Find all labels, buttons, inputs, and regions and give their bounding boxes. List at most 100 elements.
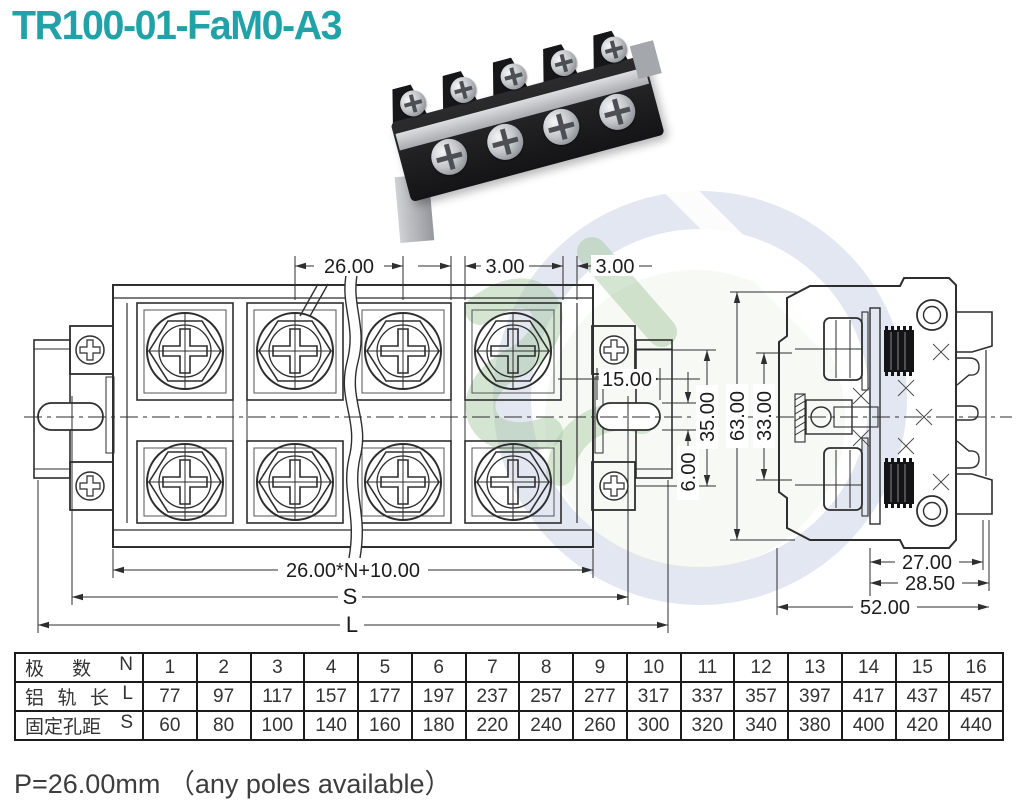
terminal-block-photo-body [383,26,668,244]
table-cell: 77 [142,681,198,712]
table-cell: 10 [625,652,682,683]
dimension-arrow [703,350,711,361]
table-cell: 1 [142,652,198,683]
table-cell: 357 [733,681,789,712]
break-slash [299,283,319,317]
dimension-arrow [978,603,989,611]
dimension-arrow [870,558,881,566]
terminal-plate [869,307,881,525]
table-cell: 7 [464,652,521,683]
dimension-arrow [38,621,49,629]
rail-hook [956,440,980,469]
threaded-studs [884,326,914,508]
dimension-arrow [72,593,83,601]
watermark-letter [465,278,563,452]
table-cell: 437 [894,681,951,712]
dimension-arrow [684,392,692,403]
table-cell: 440 [948,710,1004,741]
table-cell: 337 [679,681,736,712]
dimension-arrow [295,262,306,270]
table-cell: 9 [572,652,628,683]
product-photo [372,14,684,244]
table-cell: 80 [195,710,252,741]
table-cell: 320 [679,710,736,741]
terminal-screw [474,312,552,390]
dimension-labels: 26.00 3.00 3.00 15.00 6.00 35.00 63.00 3… [278,255,962,637]
table-cell: 420 [894,710,951,741]
table-cell: 300 [625,710,682,741]
bracket-screw [599,335,629,365]
table-cell: 340 [733,710,789,741]
table-cell: 60 [142,710,198,741]
table-cell: 317 [625,681,682,712]
table-cell: 417 [840,681,897,712]
table-cell: 11 [679,652,736,683]
hatch-strip [794,393,806,443]
dim-rail-length: L [346,612,358,637]
watermark-slash [630,140,842,352]
terminal-screws [75,312,629,521]
dimension-arrow [978,579,989,587]
terminal-screw [474,443,552,521]
dimension-arrow [582,566,593,574]
table-cell: 15 [894,652,951,683]
technical-drawing: 26.00 3.00 3.00 15.00 6.00 35.00 63.00 3… [24,255,1012,637]
table-cell: 16 [948,652,1004,683]
dim-screw-span: 35.00 [697,392,719,442]
table-cell: 2 [195,652,252,683]
table-cell: 220 [464,710,521,741]
break-line [343,269,353,559]
side-view [778,277,993,549]
terminal-screw [146,312,224,390]
dimension-arrow [870,579,881,587]
dimension-arrow [113,566,124,574]
dimension-arrow [703,475,711,486]
table-cell: 180 [410,710,467,741]
table-cell: 257 [518,681,574,712]
table-cell: 157 [303,681,359,712]
dimension-arrow [760,469,768,480]
terminal-screw [256,312,334,390]
dim-side-w2: 28.50 [905,573,955,595]
dim-hole-pitch: S [343,584,358,609]
table-cell: 260 [572,710,628,741]
side-profile [778,277,957,549]
rail-hook [956,357,980,386]
table-cell: 97 [195,681,252,712]
dimension-arrow [760,353,768,364]
dim-slot-width: 6.00 [678,453,700,492]
terminal-screw [256,443,334,521]
table-cell: 140 [303,710,359,741]
table-cell: 240 [518,710,574,741]
table-cell: 12 [733,652,789,683]
table-cell: 400 [840,710,897,741]
table-cell: 237 [464,681,521,712]
dimension-arrow [552,262,563,270]
dim-body-length: 26.00*N+10.00 [286,560,420,582]
pitch-note: P=26.00mm （any poles available） [14,769,452,799]
dim-gap-a: 3.00 [486,256,525,278]
dim-side-w3: 52.00 [860,597,910,619]
rail-flange-bottom [955,473,993,515]
rail-flange-top [955,311,993,353]
terminal-screw [146,443,224,521]
front-view [33,269,673,559]
section-hatch [794,343,950,491]
table-cell: 197 [410,681,467,712]
dim-pitch: 26.00 [324,256,374,278]
table-cell: 277 [572,681,628,712]
dimension-arrow [733,292,741,303]
page-title: TR100-01-FaM0-A3 [12,2,343,48]
dimension-arrow [392,262,403,270]
bracket-screw [75,335,105,365]
terminal-screw [364,312,442,390]
